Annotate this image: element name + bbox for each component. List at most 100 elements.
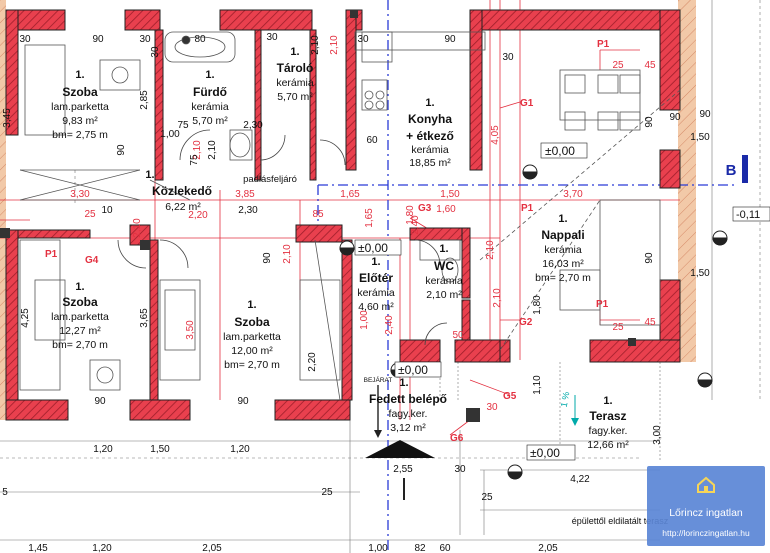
door-swings — [117, 129, 448, 346]
room-wc-name: WC — [434, 259, 454, 273]
dim-b-40: 4,22 — [570, 474, 590, 485]
level-outside: -0,11 — [736, 209, 760, 221]
room-szoba3-number: 1. — [247, 299, 256, 311]
room-szoba1-floor: lam.parketta — [51, 101, 109, 113]
dim-r-210f: 2,10 — [329, 35, 340, 55]
dim-b-23: 90 — [644, 116, 655, 128]
level-konyha: ±0,00 — [545, 144, 575, 158]
label-bejarat: BEJÁRAT — [364, 375, 393, 384]
room-szoba2-number: 1. — [75, 281, 84, 293]
corner-pillars — [0, 10, 636, 422]
room-konyha-area: 18,85 m² — [409, 157, 451, 169]
level-eloter: ±0,00 — [358, 241, 388, 255]
tag-g3: G3 — [418, 203, 432, 214]
room-furdo-number: 1. — [205, 69, 214, 81]
dim-b-51: 60 — [439, 543, 451, 553]
room-kozl-name: Közlekedő — [152, 184, 212, 198]
room-tarolo-area: 5,70 m² — [277, 91, 313, 103]
dim-b-19: 90 — [116, 144, 127, 156]
dim-b-35: 1,20 — [93, 444, 113, 455]
level-terasz: ±0,00 — [530, 446, 560, 460]
label-section-b: B — [726, 162, 737, 179]
dim-b-1: 30 — [19, 34, 31, 45]
room-labels: 1. Szoba lam.parketta 9,83 m² bm= 2,75 m… — [51, 46, 629, 451]
dim-r-220: 2,20 — [188, 210, 208, 221]
dim-r-45b: 45 — [644, 317, 656, 328]
dim-b-16: 75 — [177, 120, 189, 131]
house-icon — [697, 476, 715, 493]
dim-b-39: 30 — [454, 464, 466, 475]
dim-b-52: 2,05 — [538, 543, 558, 553]
room-tarolo-floor: kerámia — [276, 77, 314, 89]
entrance-marker — [365, 385, 435, 500]
room-szoba3-height: bm= 2,70 m — [224, 359, 280, 371]
dim-r-160: 1,60 — [436, 204, 456, 215]
tag-g2: G2 — [519, 317, 533, 328]
dim-b-37: 1,20 — [230, 444, 250, 455]
room-szoba1-height: bm= 2,75 m — [52, 129, 108, 141]
room-nappali-area: 16,03 m² — [542, 258, 584, 270]
dim-b-9: 30 — [266, 32, 278, 43]
dim-b-11: 30 — [502, 52, 514, 63]
misc-labels: padlásfeljáró BEJÁRAT épülettől eldilatá… — [243, 162, 737, 526]
room-konyha-number: 1. — [425, 97, 434, 109]
dim-b-27: 90 — [644, 252, 655, 264]
dim-b-25: 90 — [699, 109, 711, 120]
dim-r-150: 1,50 — [440, 189, 460, 200]
red-dimension-lines — [0, 0, 680, 436]
room-furdo-area: 5,70 m² — [192, 115, 228, 127]
dim-b-47: 1,20 — [92, 543, 112, 553]
dim-b-38: 2,55 — [393, 464, 413, 475]
room-fedett-floor: fagy.ker. — [389, 408, 428, 420]
room-szoba1-area: 9,83 m² — [62, 115, 98, 127]
black-dimensions: 30 90 30 80 30 2,10 90 30 30 90 30 3,45 … — [2, 32, 711, 553]
tag-p1-c: P1 — [596, 299, 609, 310]
level-fedett: ±0,00 — [398, 363, 428, 377]
watermark-url[interactable]: http://lorinczingatlan.hu — [662, 528, 750, 538]
room-kozl-area: 6,22 m² — [165, 201, 201, 213]
dim-r-25c: 25 — [84, 209, 96, 220]
dim-b-14: 2,30 — [243, 120, 263, 131]
dim-b-26: 1,50 — [690, 268, 710, 279]
room-tarolo-name: Tároló — [277, 61, 314, 75]
dim-b-50: 82 — [414, 543, 426, 553]
tag-p1-a: P1 — [597, 39, 610, 50]
dim-b-2: 90 — [92, 34, 104, 45]
label-padlasfeljaro: padlásfeljáró — [243, 174, 297, 185]
dim-b-33: 90 — [94, 396, 106, 407]
dim-b-29: 4,25 — [20, 308, 31, 328]
label-slope: 1 % — [559, 391, 572, 408]
room-kozl-number: 1. — [145, 169, 154, 181]
room-wc-number: 1. — [439, 243, 448, 255]
dim-b-43: 25 — [321, 487, 333, 498]
dim-r-330: 3,30 — [70, 189, 90, 200]
dim-r-240: 2,40 — [384, 315, 395, 335]
dim-r-25b: 25 — [612, 322, 624, 333]
room-konyha-name2: + étkező — [406, 129, 454, 143]
dim-b-41: 3,00 — [652, 425, 663, 445]
room-furdo-floor: kerámia — [191, 101, 229, 113]
level-values: ±0,00 ±0,00 ±0,00 ±0,00 -0,11 — [354, 142, 770, 461]
dim-b-4: 80 — [194, 34, 206, 45]
dim-b-17: 75 — [189, 154, 200, 166]
dim-r-50: 50 — [452, 330, 464, 341]
tag-p1-b: P1 — [521, 203, 534, 214]
dim-b-36: 1,50 — [150, 444, 170, 455]
watermark: Lőrincz ingatlan http://lorinczingatlan.… — [647, 466, 765, 546]
room-nappali-name: Nappali — [541, 228, 584, 242]
tag-g6: G6 — [450, 433, 464, 444]
room-fedett-name: Fedett belépő — [369, 392, 447, 406]
room-szoba1-number: 1. — [75, 69, 84, 81]
dim-b-31: 2,20 — [307, 352, 318, 372]
room-szoba1-name: Szoba — [62, 85, 98, 99]
furniture — [19, 31, 681, 401]
dim-b-24: 1,50 — [690, 132, 710, 143]
watermark-brand: Lőrincz ingatlan — [669, 507, 743, 519]
dim-r-210a: 2,10 — [132, 218, 143, 238]
dim-r-180: 1,80 — [405, 205, 416, 225]
dim-b-28: 90 — [262, 252, 273, 264]
dim-r-25a: 25 — [612, 60, 624, 71]
room-eloter-floor: kerámia — [357, 287, 395, 299]
dim-b-3: 30 — [139, 34, 151, 45]
